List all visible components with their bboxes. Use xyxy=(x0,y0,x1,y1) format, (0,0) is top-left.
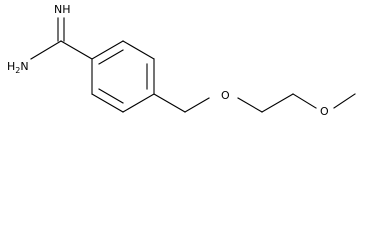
ring-bond-2 xyxy=(122,40,155,60)
aryl-amidine-bond xyxy=(60,40,93,60)
oxygen-methyl-bond xyxy=(333,93,356,109)
amine-nh2-label: H2N xyxy=(7,60,29,75)
ring-inner-bond-1 xyxy=(98,49,124,65)
ethylene-bond xyxy=(261,93,294,113)
structure-canvas: NH H2N O O xyxy=(7,3,356,118)
ring-inner-bond-3 xyxy=(98,88,124,104)
ring-bond-4 xyxy=(122,93,155,113)
amidine-c-n-single-bond xyxy=(30,40,62,60)
imine-nh-label: NH xyxy=(54,3,71,16)
ch2-oxygen-2-bond xyxy=(292,93,317,109)
oxygen-ch2-bond xyxy=(237,97,263,113)
ring-bond-1 xyxy=(91,40,124,60)
molecule-structure: NH H2N O O xyxy=(7,3,356,118)
ch2-oxygen-bond xyxy=(184,97,210,113)
ether-oxygen-label-1: O xyxy=(221,89,230,102)
ring-ch2-bond xyxy=(153,93,186,113)
ether-oxygen-label-2: O xyxy=(320,105,329,118)
ring-bond-5 xyxy=(91,93,124,113)
